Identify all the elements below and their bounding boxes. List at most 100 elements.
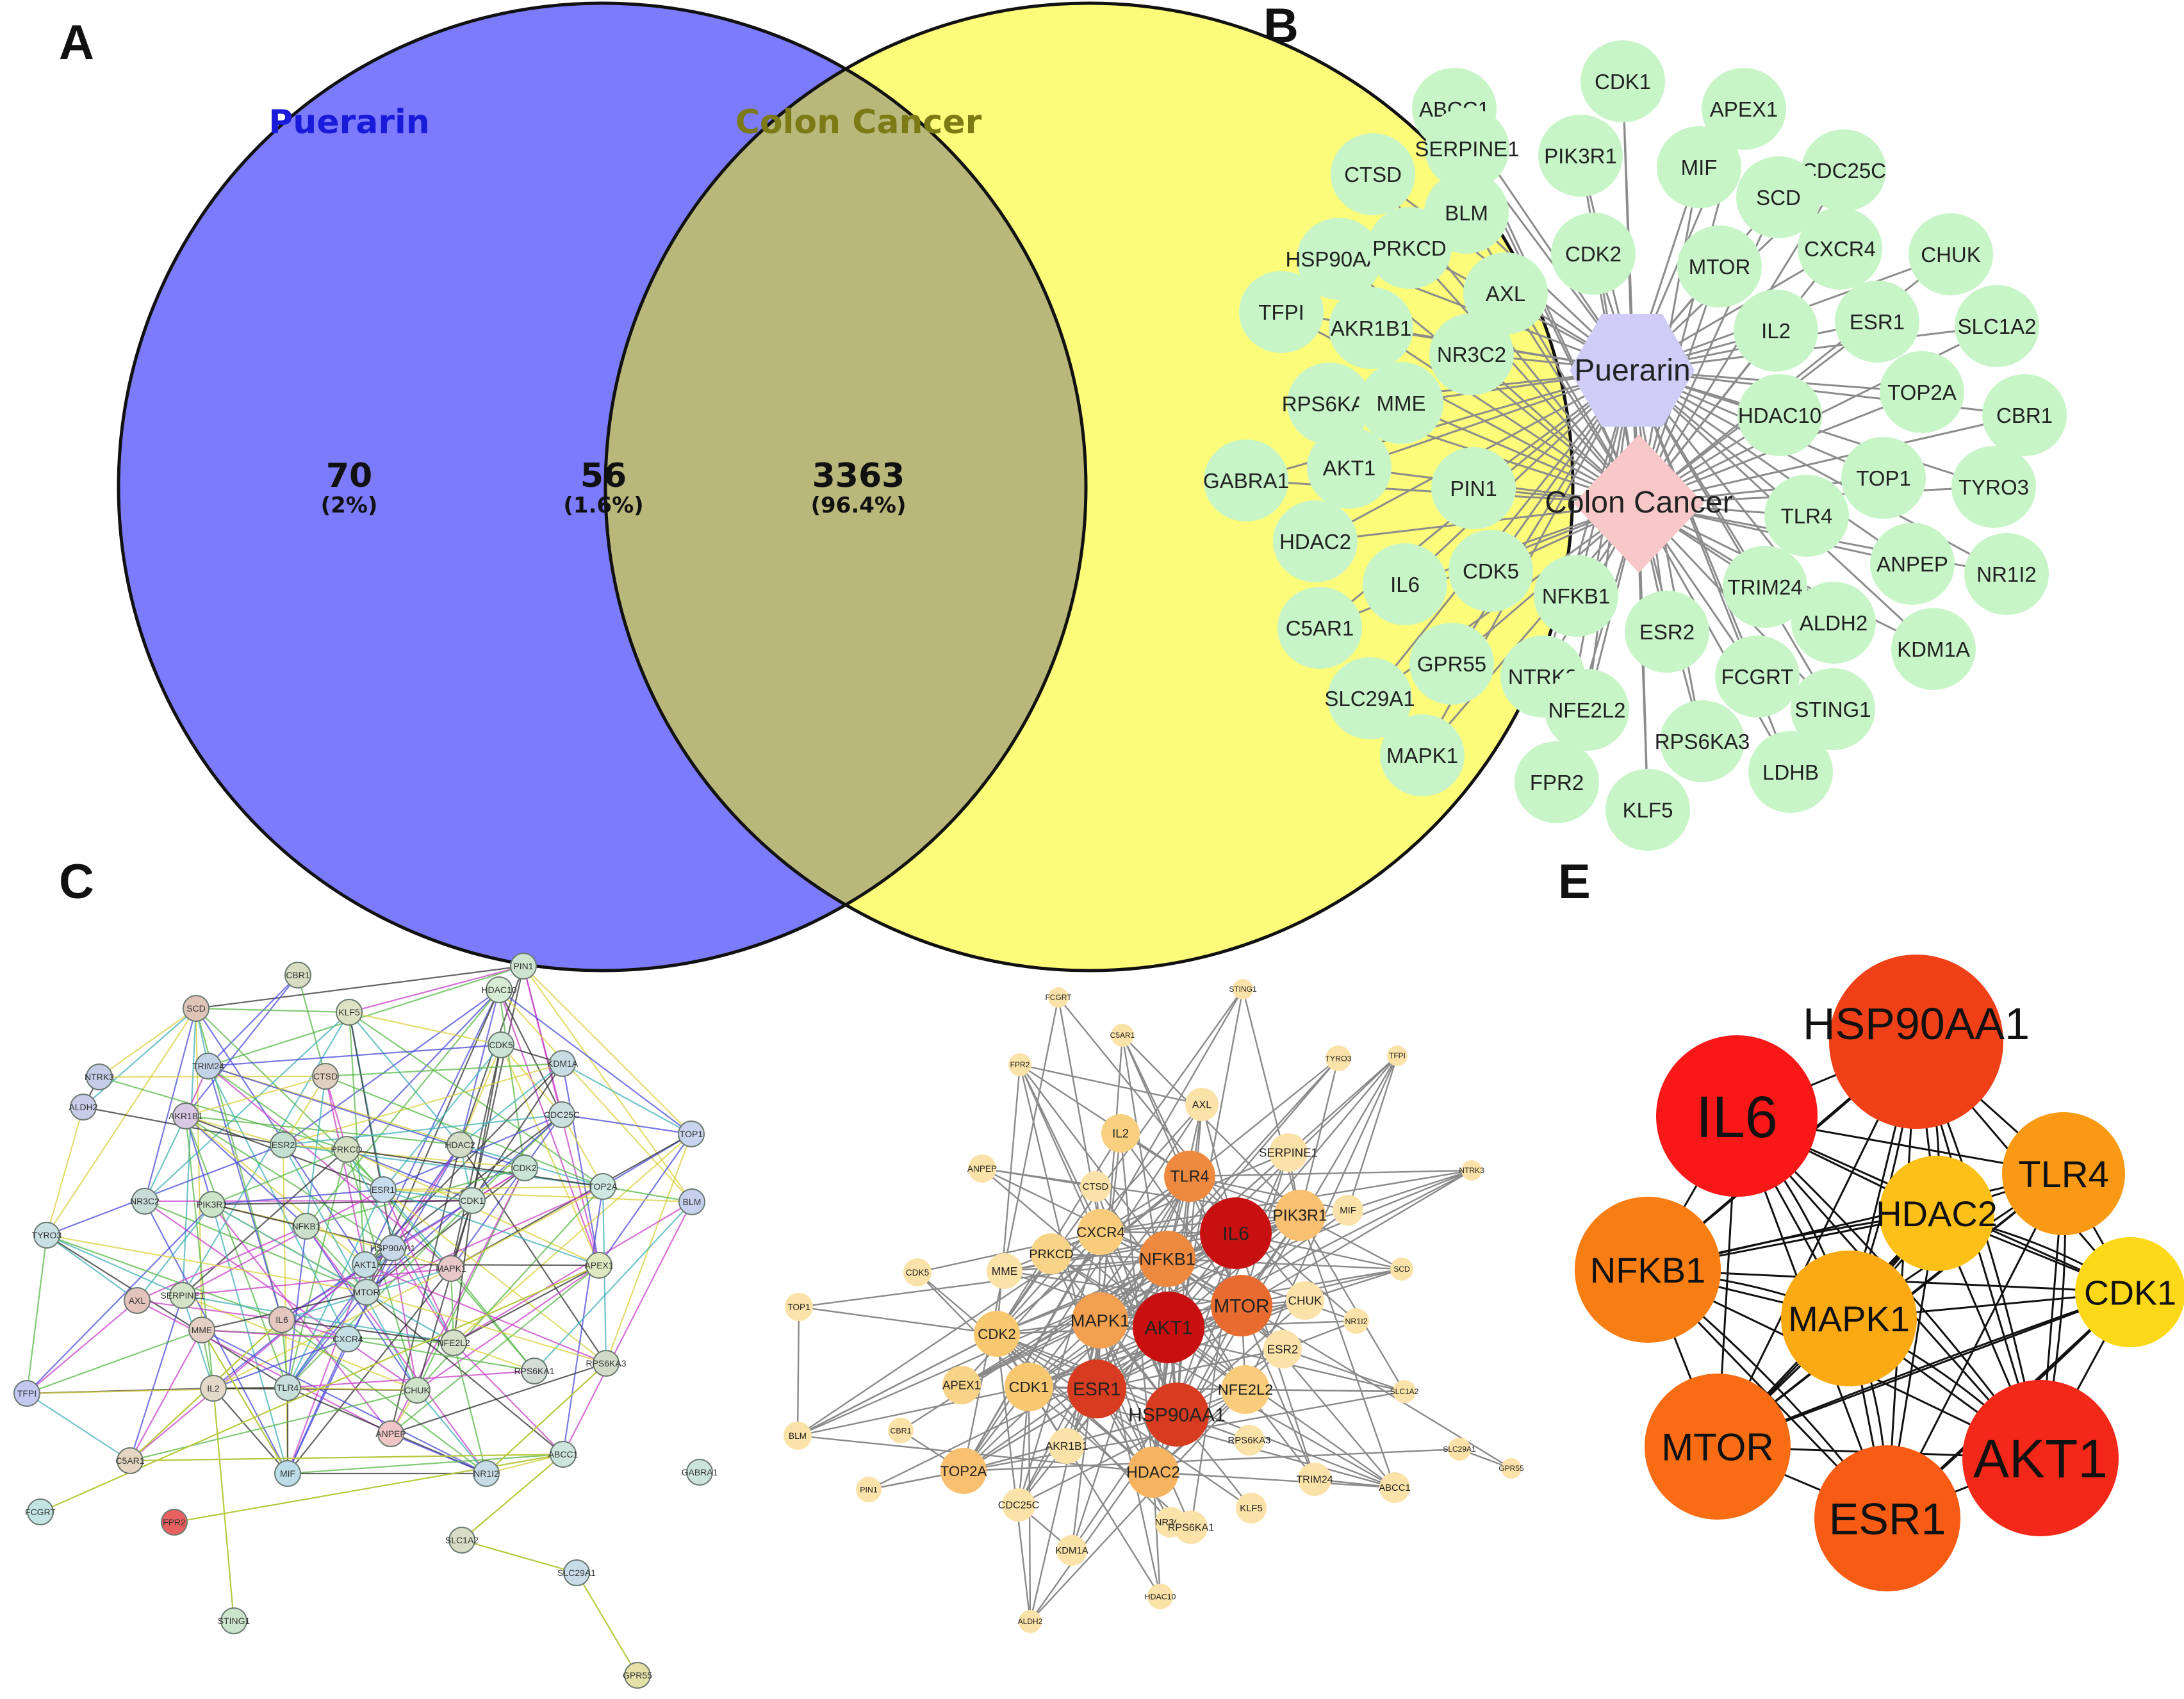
- node-d-cdk2: [974, 1311, 1020, 1357]
- node-d-label-anpep: ANPEP: [967, 1164, 997, 1174]
- node-c-label-cxcr4: CXCR4: [333, 1334, 363, 1344]
- network-c-edge: [286, 1149, 348, 1388]
- node-c-label-il2: IL2: [207, 1383, 220, 1393]
- network-c-edge: [26, 1204, 213, 1394]
- node-label-il2: IL2: [1761, 319, 1791, 343]
- node-d-hsp90aa1: [1145, 1383, 1209, 1447]
- network-d-edge: [1121, 1035, 1191, 1177]
- network-c-edge: [306, 989, 500, 1227]
- network-c-edge: [83, 1008, 197, 1108]
- network-c-edge: [182, 1189, 384, 1296]
- network-c-edge: [99, 1008, 197, 1078]
- node-c-axl: [124, 1287, 151, 1314]
- node-c-mme: [188, 1317, 215, 1343]
- node-d-hdac10: [1147, 1584, 1173, 1609]
- panel-label-a: A: [59, 15, 94, 70]
- node-d-label-sting1: STING1: [1229, 985, 1257, 994]
- network-c-edge: [382, 1185, 603, 1191]
- node-prkcd: [1367, 207, 1452, 289]
- node-c-fpr2: [161, 1509, 188, 1536]
- node-hdac10: [1737, 374, 1822, 456]
- network-c-edge: [562, 1063, 692, 1135]
- node-gabra1: [1204, 439, 1288, 521]
- network-c-edge: [185, 1115, 461, 1146]
- node-d-label-kdm1a: KDM1A: [1055, 1546, 1088, 1556]
- network-c-edge: [208, 974, 299, 1067]
- node-nr3c2: [1429, 313, 1514, 395]
- node-d-label-mtor: MTOR: [1213, 1295, 1269, 1317]
- node-d-label-cdk1: CDK1: [1009, 1379, 1049, 1395]
- node-c-top1: [678, 1120, 705, 1147]
- network-c-edge: [129, 1453, 564, 1462]
- node-c-label-rps6ka3: RPS6KA3: [586, 1358, 626, 1368]
- node-d-label-chuk: CHUK: [1288, 1294, 1322, 1308]
- node-c-label-cbr1: CBR1: [286, 970, 310, 980]
- node-d-esr2: [1263, 1330, 1302, 1368]
- node-gpr55: [1409, 623, 1494, 705]
- node-c-label-trim24: TRIM24: [192, 1061, 224, 1071]
- node-nr1i2: [1964, 533, 2049, 615]
- network-d-edge: [1017, 1231, 1102, 1506]
- node-c-esr2: [270, 1131, 297, 1158]
- node-label-ctsd: CTSD: [1344, 163, 1402, 186]
- node-d-il2: [1101, 1114, 1140, 1153]
- node-e-mtor: [1645, 1374, 1791, 1520]
- node-cxcr4: [1798, 208, 1882, 290]
- node-d-fpr2: [1008, 1053, 1031, 1076]
- network-b-edge: [1370, 327, 1639, 505]
- node-d-sting1: [1233, 979, 1253, 999]
- node-ctsd: [1331, 133, 1415, 215]
- network-c-edge: [450, 1114, 562, 1269]
- network-c-edge: [26, 1235, 48, 1394]
- network-c-edge: [498, 989, 692, 1135]
- network-d-edge: [981, 1168, 1169, 1328]
- network-c-edge: [306, 1226, 418, 1391]
- network-c-edge: [382, 1189, 454, 1343]
- node-d-tyro3: [1326, 1046, 1351, 1071]
- node-d-label-gpr55: GPR55: [1498, 1464, 1524, 1473]
- node-c-label-apex1: APEX1: [584, 1260, 613, 1270]
- node-d-label-top1: TOP1: [787, 1302, 810, 1312]
- network-d-edge: [996, 1333, 1252, 1509]
- node-label-mme: MME: [1377, 391, 1426, 415]
- hub-puerarin-label: Puerarin: [1574, 354, 1690, 388]
- node-c-label-cdc25c: CDC25C: [544, 1110, 580, 1120]
- node-label-serpine1: SERPINE1: [1415, 137, 1519, 161]
- node-cdk5: [1449, 530, 1533, 612]
- node-cdk1: [1581, 40, 1665, 122]
- network-c-edge: [306, 1226, 487, 1474]
- network-d-edge: [1189, 1169, 1472, 1178]
- node-e-label-mtor: MTOR: [1661, 1426, 1774, 1469]
- network-d-edge: [917, 1272, 1030, 1388]
- network-c-edge: [46, 1234, 183, 1297]
- node-d-label-esr1: ESR1: [1073, 1379, 1121, 1400]
- network-c-edge: [416, 1390, 487, 1474]
- node-d-label-rps6ka3: RPS6KA3: [1228, 1436, 1271, 1446]
- network-c-edge: [185, 1115, 307, 1227]
- node-c-cdk5: [488, 1031, 514, 1058]
- network-c-edge: [382, 1188, 693, 1203]
- network-c-edge: [461, 1454, 564, 1541]
- network-c-edge: [144, 1008, 197, 1202]
- node-d-esr1: [1067, 1359, 1126, 1418]
- node-d-cxcr4: [1078, 1209, 1124, 1255]
- network-d-edge: [797, 1386, 1030, 1437]
- node-c-label-akr1b1: AKR1B1: [168, 1111, 203, 1121]
- node-c-sting1: [220, 1607, 247, 1634]
- network-c-edge: [136, 1204, 213, 1301]
- network-c-edge: [450, 1268, 535, 1372]
- network-d-edge: [996, 1064, 1021, 1334]
- network-c-edge: [195, 1007, 350, 1014]
- hub-colon-cancer: [1573, 434, 1704, 573]
- node-tlr4: [1764, 475, 1849, 557]
- network-d-edge: [1282, 1348, 1405, 1393]
- node-c-label-esr1: ESR1: [372, 1185, 395, 1195]
- network-c-edge: [182, 1294, 454, 1344]
- network-b-edge: [1632, 325, 1998, 372]
- node-c-label-sting1: STING1: [218, 1616, 250, 1626]
- node-d-mif: [1333, 1195, 1363, 1226]
- node-d-serpine1: [1269, 1133, 1308, 1172]
- network-d-edge: [1240, 1305, 1316, 1480]
